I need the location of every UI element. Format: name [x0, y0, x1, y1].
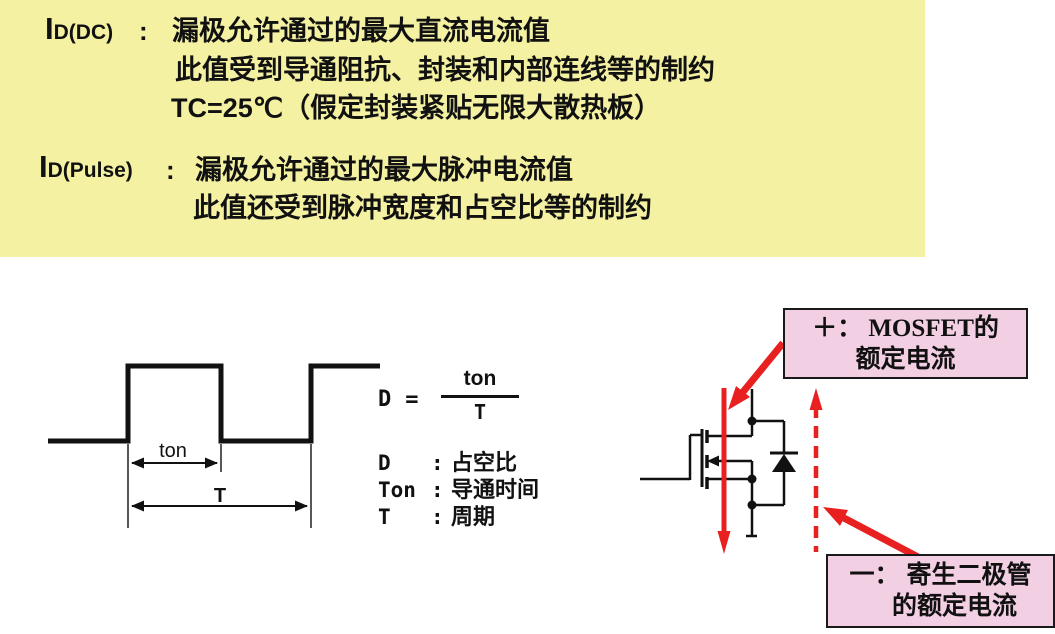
- id-pulse-colon: :: [166, 155, 175, 185]
- legend-colon: :: [431, 451, 444, 475]
- formula-fraction: ton T: [441, 366, 519, 424]
- positive-callout-line1: ＋： MOSFET的: [812, 314, 999, 342]
- fraction-numerator: ton: [463, 367, 497, 390]
- fraction-bar: [441, 395, 519, 398]
- formula-equals: =: [405, 387, 419, 412]
- diode-triangle: [772, 454, 796, 472]
- ton-label: ton: [159, 440, 187, 462]
- id-pulse-desc-line2: 此值还受到脉冲宽度和占空比等的制约: [193, 193, 652, 223]
- id-dc-symbol-main: I: [45, 11, 54, 46]
- legend-sym: Ton: [378, 478, 416, 502]
- id-pulse-desc-line1: 漏极允许通过的最大脉冲电流值: [195, 155, 573, 185]
- id-pulse-symbol-sub: D(Pulse): [47, 159, 133, 182]
- forward-current-arrowhead: [717, 531, 731, 554]
- id-pulse-symbol: ID(Pulse): [39, 151, 133, 182]
- legend-sym: T: [378, 505, 391, 529]
- legend-colon: :: [431, 478, 444, 502]
- legend-desc: 占空比: [451, 450, 518, 475]
- legend-row-period: T : 周期: [378, 504, 539, 530]
- period-label: T: [214, 485, 226, 507]
- legend-row-ton: Ton : 导通时间: [378, 477, 539, 503]
- mosfet-diagram: [640, 340, 920, 561]
- id-dc-colon: :: [139, 16, 148, 46]
- legend-colon: :: [431, 505, 444, 529]
- positive-callout-arrow-shaft: [740, 340, 786, 395]
- pulse-waveform-diagram: ton T: [48, 363, 380, 528]
- formula-lhs: D: [378, 387, 392, 412]
- id-dc-desc-line2: 此值受到导通阻抗、封装和内部连线等的制约: [175, 55, 715, 85]
- negative-callout-arrow-shaft: [840, 513, 920, 561]
- negative-callout-line1: 一： 寄生二极管: [849, 561, 1032, 589]
- legend-sym: D: [378, 451, 391, 475]
- negative-callout-arrowhead: [823, 507, 848, 526]
- junction-dot-diode: [747, 500, 757, 510]
- negative-callout-line2: 的额定电流: [892, 592, 1018, 620]
- fraction-denominator: T: [473, 400, 487, 424]
- mosfet-rated-current-callout: ＋： MOSFET的 额定电流: [783, 308, 1028, 379]
- id-pulse-symbol-main: I: [39, 149, 48, 184]
- reverse-current-arrowhead: [809, 388, 823, 410]
- id-dc-desc-line1: 漏极允许通过的最大直流电流值: [172, 16, 550, 46]
- legend-desc: 导通时间: [451, 477, 540, 502]
- duty-cycle-formula: D =: [378, 387, 419, 412]
- formula-legend: D : 占空比 Ton : 导通时间 T : 周期: [378, 450, 539, 531]
- id-dc-symbol: ID(DC): [45, 13, 113, 44]
- junction-dot-source: [747, 474, 757, 484]
- body-arrowhead: [707, 455, 719, 467]
- diode-rated-current-callout: 一： 寄生二极管 的额定电流: [826, 554, 1055, 628]
- id-dc-symbol-sub: D(DC): [53, 21, 114, 44]
- id-dc-desc-line3: TC=25℃（假定封装紧贴无限大散热板）: [171, 93, 662, 123]
- definitions-panel: ID(DC) : 漏极允许通过的最大直流电流值 此值受到导通阻抗、封装和内部连线…: [0, 0, 925, 257]
- legend-row-duty: D : 占空比: [378, 450, 539, 476]
- junction-dot-drain: [747, 416, 757, 426]
- positive-callout-arrowhead: [728, 386, 750, 410]
- legend-desc: 周期: [451, 504, 496, 529]
- pulse-waveform: [48, 363, 380, 444]
- positive-callout-line2: 额定电流: [855, 345, 956, 373]
